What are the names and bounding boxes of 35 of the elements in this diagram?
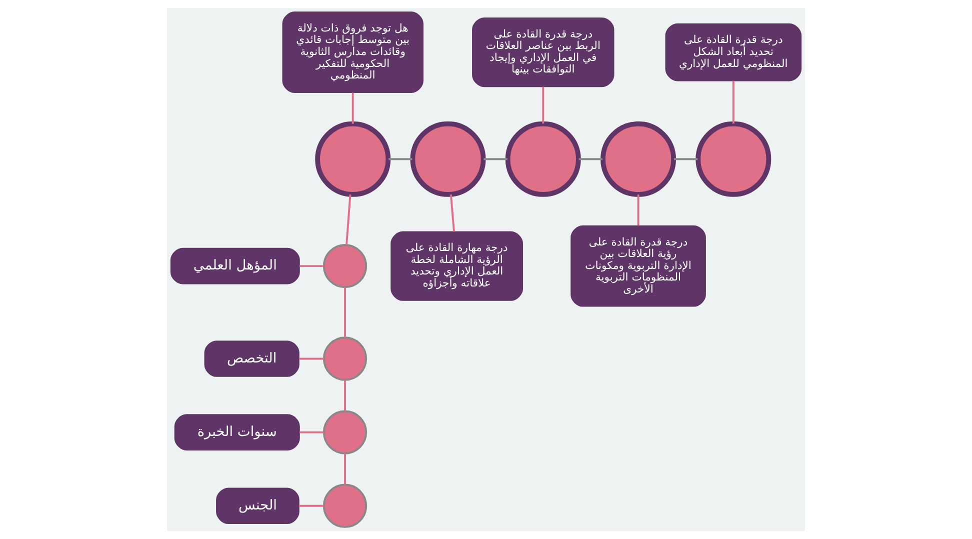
node-box: درجة قدرة القادة على رؤية العلاقات بين الإدارة التربوية ومكونات المنظومات التربوية الأخرى (570, 225, 706, 307)
connector (300, 431, 324, 434)
node-circle (505, 121, 581, 197)
node-box: الجنس (216, 488, 300, 524)
connector (352, 92, 354, 124)
connector (484, 158, 508, 160)
connector (344, 454, 346, 485)
node-circle (410, 121, 486, 197)
connector (450, 194, 455, 232)
connector (299, 358, 324, 360)
node-circle (322, 336, 368, 381)
connector (542, 86, 544, 124)
node-box: سنوات الخبرة (174, 414, 300, 450)
connector (578, 158, 602, 160)
node-circle (322, 410, 368, 454)
node-box: درجة مهارة القادة على الرؤية الشاملة لخطة العمل الإداري وتحديد علاقاته وأجزاؤه (390, 231, 524, 301)
connector (344, 287, 346, 338)
node-circle (696, 121, 772, 197)
connector (344, 380, 346, 412)
connector (300, 265, 324, 268)
node-box: المؤهل العلمي (170, 248, 300, 284)
node-circle (600, 121, 676, 197)
node-circle (322, 484, 368, 528)
node-box: درجة قدرة القادة على تحديد أبعاد الشكل المنظومي للعمل الإداري (665, 23, 802, 82)
node-box: هل توجد فروق ذات دلالة بين متوسط إجابات قائدي وقائدات مدارس الثانوية الحكومية للتفكير المنظومي (282, 12, 424, 93)
connector (637, 194, 640, 226)
connector (674, 158, 698, 160)
connector (346, 194, 352, 245)
node-box: درجة قدرة القادة على الربط بين عناصر العلاقات في العمل الإداري وإيجاد التوافقات بينها (472, 17, 614, 88)
connector (388, 158, 412, 160)
connector (732, 80, 734, 124)
connector (298, 504, 324, 507)
node-box: التخصص (204, 340, 300, 377)
node-circle (322, 244, 368, 288)
node-circle (315, 121, 391, 197)
